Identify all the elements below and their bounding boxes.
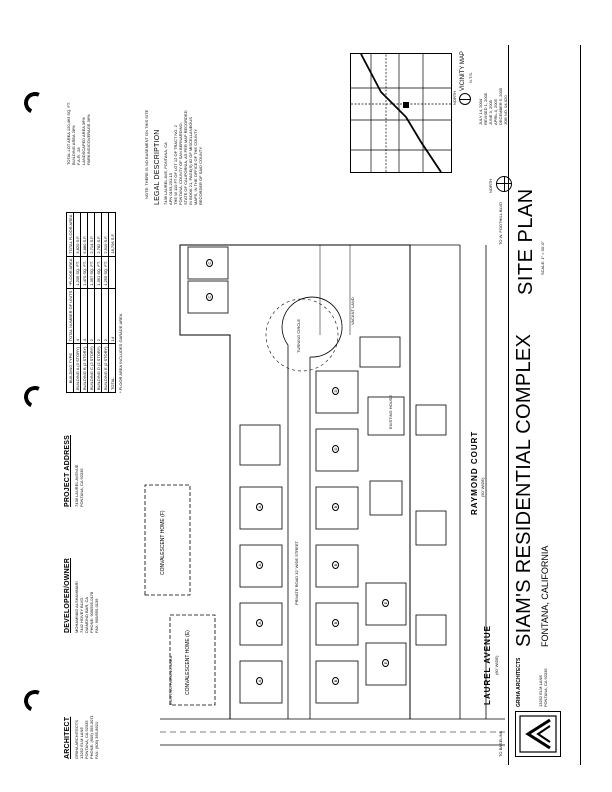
building-table: BUILDING TYPE TOTAL NUMBER OF UNITS *FLO…: [66, 212, 116, 393]
vacant-land-label: VACANT LAND: [350, 297, 355, 325]
private-street-label: PRIVATE ROAD 32' WIDE STREET: [294, 541, 299, 605]
raymond-width-label: (50' WIDE): [480, 477, 485, 497]
to-baseline-label: TO BASELINE: [498, 730, 503, 757]
convalescent-home-e-label: CONVALESCENT HOME (E): [185, 630, 191, 695]
to-foothill-label: TO W. FOOTHILL BLVD: [498, 201, 503, 245]
laurel-avenue-label: LAUREL AVENUE: [483, 625, 492, 705]
building-label: E: [382, 599, 389, 607]
building-label: B: [332, 619, 339, 627]
building-label: B: [332, 561, 339, 569]
project-address-lines: 7438 LAUREL AVENUE FONTANA, CA 92335: [74, 464, 84, 507]
area-summary-block: TOTAL LOT AREA 120,463 SQ. FT. BUILDING …: [66, 55, 91, 165]
developer-lines: MOHAMMAD ALSHAMMARI 7442 HOVEY BLVD. DIA…: [74, 581, 99, 633]
building-label: A: [256, 503, 263, 511]
building-label: C: [206, 293, 213, 301]
punch-hole-bottom: [20, 686, 50, 716]
punch-hole-middle: [20, 382, 50, 412]
project-address-heading: PROJECT ADDRESS: [64, 435, 71, 507]
project-title: SIAM'S RESIDENTIAL COMPLEX: [513, 333, 535, 647]
site-plan-drawing: [144, 244, 505, 746]
project-address-block: PROJECT ADDRESS 7438 LAUREL AVENUE FONTA…: [64, 397, 84, 507]
table-header-row: BUILDING TYPE TOTAL NUMBER OF UNITS *FLO…: [66, 212, 74, 393]
firm-logo-text: GRIHA ARCHITECTS: [516, 657, 522, 707]
scale-label: SCALE: 1" = 30'-0": [540, 241, 545, 275]
project-location: FONTANA, CALIFORNIA: [540, 545, 550, 647]
bottom-rule: [508, 45, 509, 765]
existing-parking-label: EXISTING PARKING AREA: [168, 655, 173, 705]
turnaround-label: TURNING CIRCLE: [296, 318, 301, 353]
firm-logo: [515, 711, 561, 757]
laurel-width-label: (60' WIDE): [494, 655, 499, 675]
building-table-block: BUILDING TYPE TOTAL NUMBER OF UNITS *FLO…: [66, 212, 123, 393]
griha-logo-icon: [519, 715, 557, 753]
developer-heading: DEVELOPER/OWNER: [64, 558, 71, 633]
architect-block: ARCHITECT GRIHA ARCHITECTS 13252 ELM LAN…: [64, 639, 99, 759]
building-label: A: [256, 561, 263, 569]
building-label: E: [382, 659, 389, 667]
vicinity-map-drawing: [351, 53, 451, 173]
building-label: C: [206, 259, 213, 267]
building-label: D: [332, 445, 339, 453]
architect-heading: ARCHITECT: [64, 716, 71, 759]
sheet-title: SITE PLAN: [515, 188, 537, 295]
building-label: B: [332, 503, 339, 511]
building-label: A: [256, 619, 263, 627]
developer-block: DEVELOPER/OWNER MOHAMMAD ALSHAMMARI 7442…: [64, 513, 99, 633]
convalescent-home-f-label: CONVALESCENT HOME (F): [160, 510, 166, 575]
punch-hole-top: [20, 88, 50, 118]
raymond-court-label: RAYMOND COURT: [470, 430, 479, 515]
building-label: B: [332, 677, 339, 685]
site-plan-sheet: ARCHITECT GRIHA ARCHITECTS 13252 ELM LAN…: [60, 45, 581, 765]
architect-lines: GRIHA ARCHITECTS 13252 ELM LANE FONTANA,…: [74, 715, 99, 759]
vicinity-map: [350, 53, 452, 173]
area-summary-row: PARKING/COVERAGE 36%: [86, 114, 91, 165]
existing-house-label: EXISTING HOUSE: [388, 394, 393, 429]
building-label: D: [332, 387, 339, 395]
firm-logo-sub: 13252 ELM LANE FONTANA, CA 92335: [538, 668, 548, 707]
building-label: A: [256, 677, 263, 685]
